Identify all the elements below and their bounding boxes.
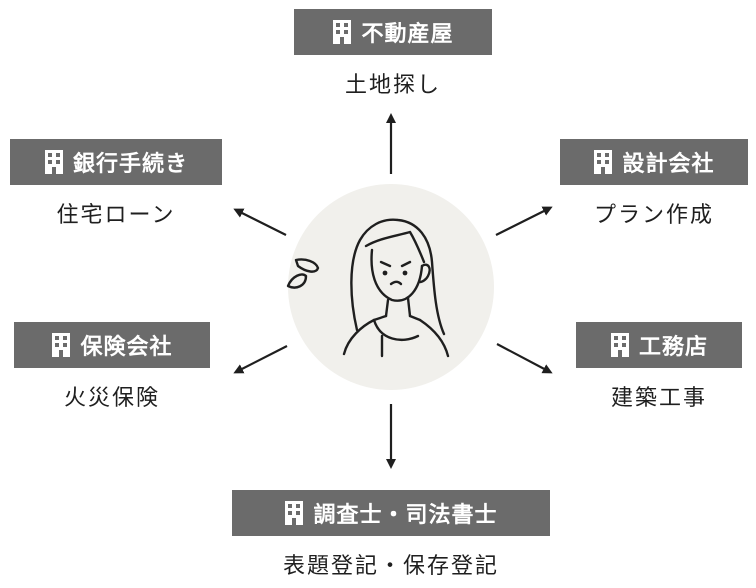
- building-icon: [610, 333, 629, 357]
- arrow-to-top-right: [495, 206, 553, 236]
- building-icon: [594, 150, 613, 174]
- node-label: 調査士・司法書士: [232, 490, 550, 536]
- node-sub-text: 建築工事: [610, 386, 707, 411]
- node-sub-text: 土地探し: [344, 73, 441, 98]
- node-label-text: 工務店: [638, 335, 708, 360]
- node-koumuten: 工務店 建築工事: [576, 322, 742, 412]
- building-icon: [44, 150, 63, 174]
- node-label: 保険会社: [14, 322, 210, 368]
- node-label: 銀行手続き: [10, 139, 222, 185]
- node-sub-text: プラン作成: [593, 203, 714, 228]
- left-eye: [382, 270, 388, 276]
- building-icon: [333, 20, 352, 44]
- node-label: 工務店: [576, 322, 742, 368]
- arrow-to-top-left: [233, 208, 287, 236]
- building-icon: [52, 333, 71, 357]
- node-label-text: 保険会社: [80, 335, 173, 360]
- node-label-text: 銀行手続き: [72, 152, 188, 177]
- arrow-to-bottom-right: [496, 343, 553, 374]
- arrow-to-bottom-left: [233, 345, 288, 374]
- node-sekkei: 設計会社 プラン作成: [560, 139, 748, 229]
- node-label-text: 設計会社: [622, 152, 715, 177]
- node-label-text: 調査士・司法書士: [313, 503, 498, 528]
- node-label: 設計会社: [560, 139, 748, 185]
- node-ginkou: 銀行手続き 住宅ローン: [10, 139, 222, 229]
- center-circle: [288, 184, 494, 390]
- node-fudousanya: 不動産屋 土地探し: [294, 9, 492, 99]
- node-label-text: 不動産屋: [361, 22, 454, 47]
- right-eye: [402, 270, 408, 276]
- node-sub-text: 表題登記・保存登記: [282, 554, 499, 579]
- node-sub-text: 火災保険: [63, 386, 160, 411]
- node-hoken: 保険会社 火災保険: [14, 322, 210, 412]
- building-icon: [285, 501, 304, 525]
- node-sub-text: 住宅ローン: [56, 203, 176, 228]
- node-chousashi: 調査士・司法書士 表題登記・保存登記: [232, 490, 550, 580]
- node-label: 不動産屋: [294, 9, 492, 55]
